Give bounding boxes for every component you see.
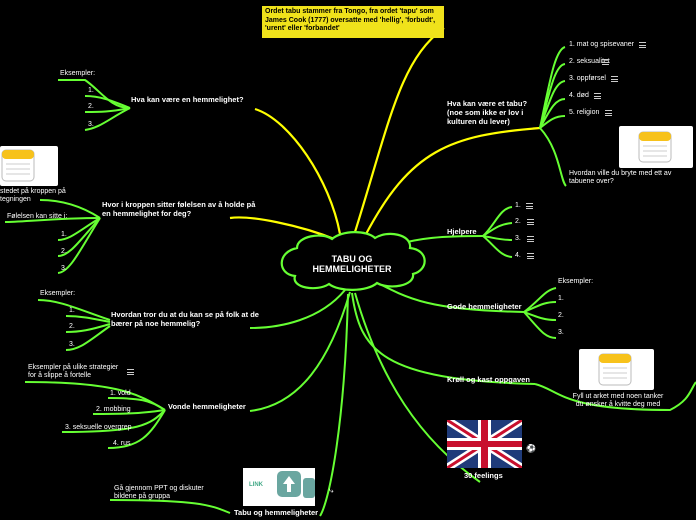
notepad-card[interactable] [0,146,58,186]
note-icon[interactable] [605,110,612,116]
gode-item-1[interactable]: 1. [558,295,564,302]
note-icon[interactable] [527,236,534,242]
center-title[interactable]: TABU OG HEMMELIGHETER [312,254,392,274]
topic-kroppen[interactable]: Hvor i kroppen sitter følelsen av å hold… [102,200,256,218]
hemmelighet-item-2[interactable]: 2. [88,103,94,110]
union-flag-icon [447,420,522,468]
gode-item-3[interactable]: 3. [558,329,564,336]
football-icon[interactable]: ⚽ [526,444,536,453]
kroppen-item-3[interactable]: 3. [61,265,67,272]
vonde-item-2[interactable]: 2. mobbing [96,406,131,413]
notepad-icon [638,131,672,163]
hemmelighet-item-3[interactable]: 3. [88,121,94,128]
feelings-image[interactable] [447,420,522,468]
notepad-icon [598,353,632,386]
kroppen-item-1[interactable]: 1. [61,231,67,238]
kroppen-sub-label[interactable]: Følelsen kan sitte i: [7,213,68,220]
hjelper-item-1[interactable]: 1. [515,202,521,209]
hjelper-item-4[interactable]: 4. [515,252,521,259]
folk-item-1[interactable]: 1. [69,307,75,314]
note-icon[interactable] [527,219,534,225]
topic-hjelpere[interactable]: Hjelpere [447,227,477,236]
note-icon[interactable] [527,253,534,259]
tabu-item-3[interactable]: 3. oppførsel [569,75,606,82]
center-cloud [280,231,426,291]
topic-se-paa-folk[interactable]: Hvordan tror du at du kan se på folk at … [111,310,259,328]
link-icon [277,471,315,498]
kroppen-note-fragment[interactable]: stedet på kroppen på tegningen [0,188,66,203]
tabu-item-1[interactable]: 1. mat og spisevaner [569,41,634,48]
tabu-item-5[interactable]: 5. religion [569,109,600,116]
hemmelighet-item-1[interactable]: 1. [88,87,94,94]
note-icon[interactable] [611,76,618,82]
folk-examples-label[interactable]: Eksempler: [40,290,76,297]
tabu-item-2[interactable]: 2. seksualitet [569,58,610,65]
gode-item-2[interactable]: 2. [558,312,564,319]
tabu-origin-callout[interactable]: Ordet tabu stammer fra Tongo, fra ordet … [262,6,444,38]
topic-gode-hemmeligheter[interactable]: Gode hemmeligheter [447,302,522,311]
kroppen-item-2[interactable]: 2. [61,248,67,255]
hjelper-item-3[interactable]: 3. [515,235,521,242]
hemmelighet-examples-label[interactable]: Eksempler: [60,70,96,77]
kroll-instruction[interactable]: Fyll ut arket med noen tanker du ønsker … [572,393,664,408]
topic-tabu-og-hemmeligheter-ppt[interactable]: Tabu og hemmeligheter [234,508,319,517]
attachment-icon[interactable]: ⤷ [329,486,334,495]
yellow-branches [229,27,541,242]
folk-item-2[interactable]: 2. [69,323,75,330]
topic-tabu[interactable]: Hva kan være et tabu? (noe som ikke er l… [447,99,528,126]
vonde-item-3[interactable]: 3. seksuelle overgrep [65,424,132,431]
note-icon[interactable] [602,59,609,65]
note-icon[interactable] [639,42,646,48]
topic-30-feelings[interactable]: 30 feelings [464,471,503,480]
note-icon[interactable] [526,203,533,209]
vonde-item-4[interactable]: 4. rus [113,440,131,447]
green-branches [4,46,696,517]
vonde-item-1[interactable]: 1. vold [110,390,131,397]
vonde-strategies[interactable]: Eksempler på ulike strategier for å slip… [28,364,119,379]
note-icon[interactable] [127,369,134,375]
link-image[interactable]: LINK [243,468,315,506]
link-logo-text: LINK [249,482,263,488]
ppt-instruction[interactable]: Gå gjennom PPT og diskuter bildene på gr… [114,485,204,500]
notepad-card[interactable] [619,126,693,168]
hjelper-item-2[interactable]: 2. [515,218,521,225]
gode-examples-label[interactable]: Eksempler: [558,278,594,285]
folk-item-3[interactable]: 3. [69,341,75,348]
topic-hva-kan-vaere-hemmelighet[interactable]: Hva kan være en hemmelighet? [131,95,244,104]
tabu-question[interactable]: Hvordan ville du bryte med ett av tabuen… [569,170,672,185]
notepad-card[interactable] [579,349,654,390]
topic-vonde-hemmeligheter[interactable]: Vonde hemmeligheter [168,402,246,411]
tabu-item-4[interactable]: 4. død [569,92,589,99]
topic-kroll-og-kast[interactable]: Krøll og kast oppgaven [447,375,530,384]
note-icon[interactable] [594,93,601,99]
notepad-icon [1,149,35,182]
